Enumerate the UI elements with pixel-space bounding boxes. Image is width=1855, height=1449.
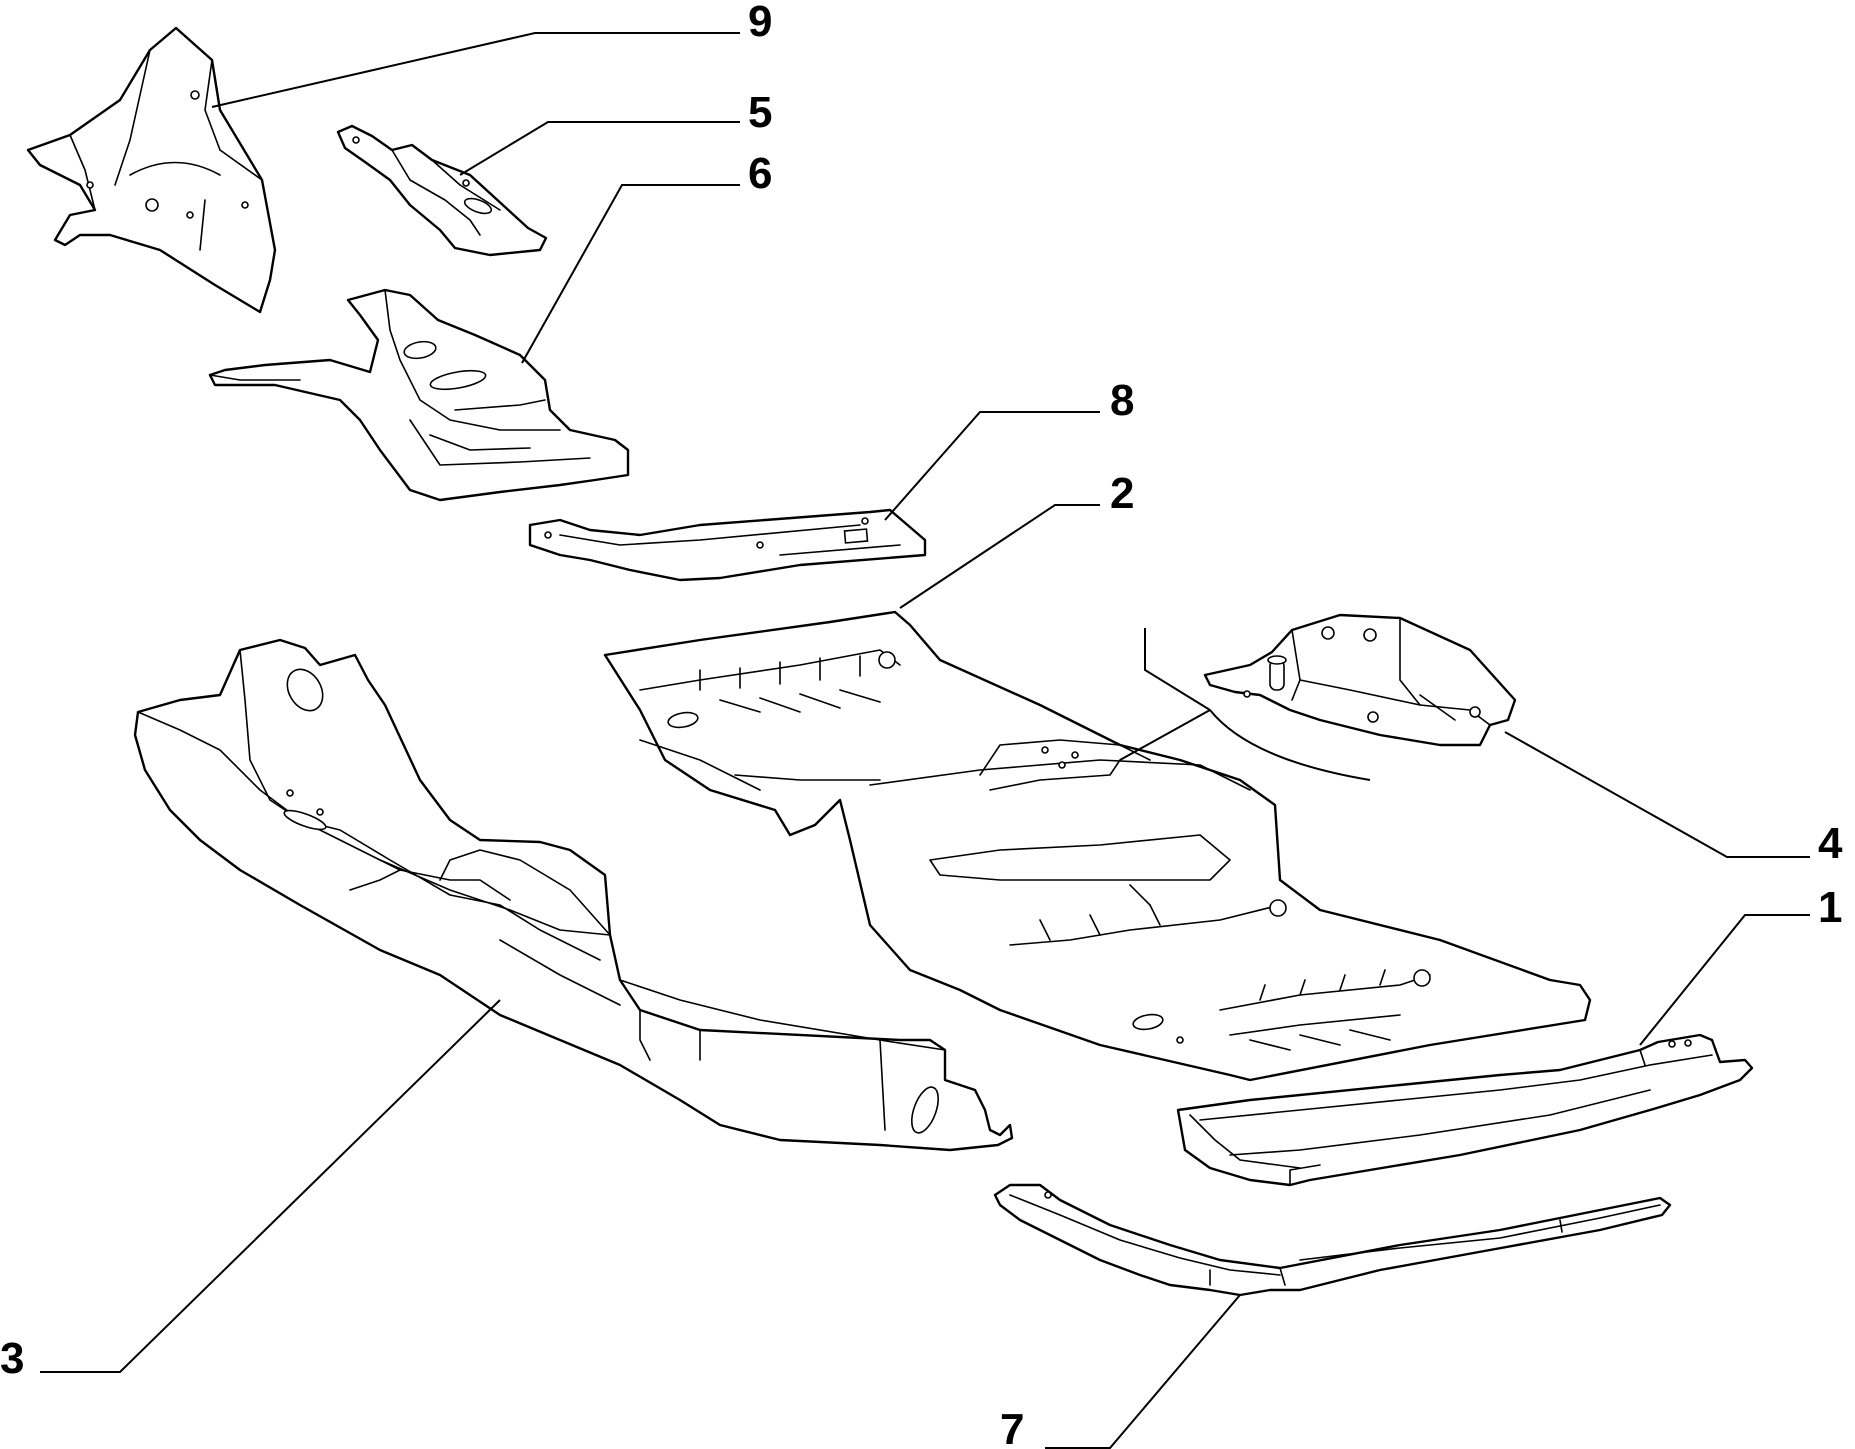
leader-5 (459, 121, 740, 176)
leader-2 (899, 504, 1100, 609)
callout-6: 6 (748, 149, 772, 198)
part-1-sill (1176, 1033, 1754, 1187)
callout-7: 7 (1000, 1405, 1024, 1449)
stud-leader (1144, 628, 1211, 711)
leader-9 (211, 32, 740, 108)
callout-1: 1 (1818, 883, 1842, 932)
part-8-plate (528, 508, 927, 582)
part-9-bracket (26, 26, 277, 314)
part-3-rail (133, 638, 1014, 1152)
leader-7 (1045, 1294, 1241, 1449)
callout-8: 8 (1110, 376, 1134, 425)
part-6-reinforcement (208, 288, 630, 502)
callout-4: 4 (1818, 819, 1843, 868)
leader-3 (40, 999, 501, 1373)
leader-8 (884, 411, 1100, 521)
callout-5: 5 (748, 88, 772, 137)
leader-lines (40, 32, 1810, 1449)
callout-2: 2 (1110, 469, 1134, 518)
part-7-rail (993, 1183, 1672, 1297)
part-4-bracket (1203, 613, 1517, 747)
center-leader (1119, 709, 1211, 761)
part-2-floor-pan (603, 610, 1592, 1082)
callout-3: 3 (0, 1334, 24, 1383)
leader-6 (521, 184, 740, 364)
leader-1 (1639, 914, 1810, 1046)
callout-9: 9 (748, 0, 772, 46)
arc-leader (1209, 709, 1371, 781)
leader-4 (1504, 731, 1810, 858)
part-5-strap (336, 124, 548, 257)
